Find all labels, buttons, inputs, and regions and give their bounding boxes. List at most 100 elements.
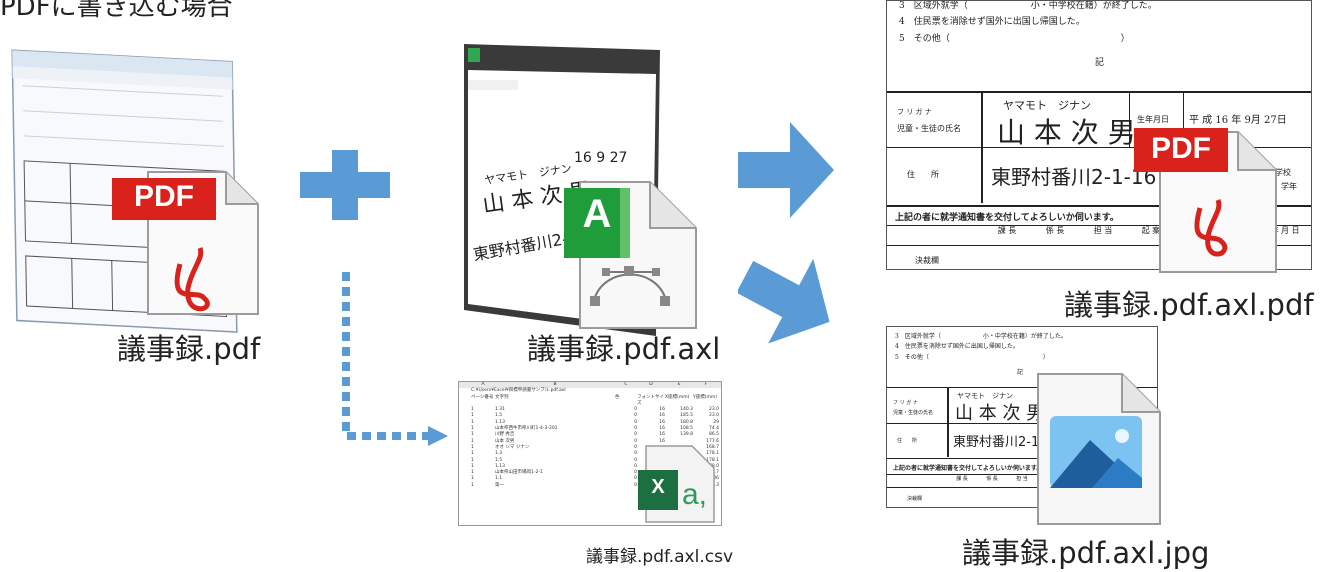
jpg-hand-address: 東野村番川2-1-16	[953, 435, 1061, 450]
csv-cell: 1.13	[495, 463, 506, 469]
output-pdf-badge-text: PDF	[1151, 132, 1211, 165]
dotted-arrow	[342, 272, 448, 446]
csv-header-page: ページ番号	[471, 394, 494, 400]
jpg-address-label: 住 所	[897, 438, 918, 444]
doc-school-suffix: 中学校	[1267, 168, 1291, 177]
excel-x-letter: X	[651, 476, 665, 498]
jpg-name-label: 児童・生徒の氏名	[893, 410, 934, 416]
jpg-approval-0: 課 長	[956, 476, 968, 482]
output-jpg-filename: 議事録.pdf.axl.jpg	[962, 536, 1210, 570]
csv-cell: 0	[634, 413, 637, 419]
csv-cell: 0	[634, 438, 637, 444]
jpg-approval-1: 係 長	[986, 476, 998, 482]
csv-cell: 140.3	[680, 407, 693, 413]
axl-app-letter: A	[582, 192, 612, 236]
jpg-furigana-label: フ リ ガ ナ	[893, 400, 918, 406]
csv-cell: 山本 次男	[495, 438, 515, 444]
csv-cell: 1.13	[495, 419, 506, 425]
arrow-to-pdf	[738, 122, 834, 218]
csv-cell: 0	[634, 482, 637, 488]
doc-item3: 3 区域外就学（ 小・中学校在籍）が終了した。	[899, 1, 1157, 11]
csv-cell: 180.8	[680, 419, 693, 425]
jpg-request: 上記の者に就学通知書を交付してよろしいか伺います。	[893, 465, 1043, 472]
doc-approval-2: 担 当	[1093, 226, 1113, 235]
doc-approval-0: 課 長	[997, 226, 1017, 235]
axl-filename: 議事録.pdf.axl	[527, 332, 721, 366]
doc-approval-1: 係 長	[1045, 226, 1065, 235]
csv-cell: 1	[471, 438, 474, 444]
doc-furigana-label: フ リ ガ ナ	[897, 108, 932, 116]
csv-cell: 1	[471, 419, 474, 425]
output-pdf-filename: 議事録.pdf.axl.pdf	[1064, 288, 1314, 322]
doc-name-label: 児童・生徒の氏名	[897, 124, 961, 133]
csv-cell: 1.31	[495, 407, 506, 413]
csv-cell: 168.7	[706, 444, 719, 450]
csv-cell: 1	[471, 426, 474, 432]
csv-cell: 178.1	[706, 451, 719, 457]
csv-cell: 1	[471, 407, 474, 413]
csv-cell: 川野 秀吉	[495, 432, 515, 438]
csv-header-color: 色	[615, 394, 620, 400]
csv-cell: 139.8	[680, 432, 693, 438]
csv-cell: 0	[634, 419, 637, 425]
output-jpg-document: 3 区域外就学（ 小・中学校在籍）が終了した。 4 住民票を消除せず国外に出国し…	[886, 326, 1158, 508]
handwritten-date: 16 9 27	[574, 150, 628, 166]
csv-cell: 1	[471, 470, 474, 476]
csv-cell: 1	[471, 476, 474, 482]
csv-cell: 1	[471, 482, 474, 488]
csv-cell: 23.0	[708, 413, 719, 419]
csv-col-d: D	[649, 382, 653, 387]
doc-grade-suffix: 学年	[1281, 182, 1297, 191]
doc-birth-value: 平 成 16 年 9月 27日	[1189, 115, 1287, 126]
doc-ki: 記	[1095, 58, 1105, 68]
pdf-badge-text: PDF	[134, 180, 194, 213]
doc-decision: 決裁欄	[915, 256, 939, 265]
jpg-approval-2: 担 当	[1016, 476, 1028, 482]
csv-cell: 1	[471, 451, 474, 457]
jpg-ki: 記	[1017, 369, 1024, 376]
doc-birth-label: 生年月日	[1137, 115, 1169, 124]
doc-item4: 4 住民票を消除せず国外に出国し帰国した。	[899, 17, 1085, 27]
csv-cell: 1.1	[495, 476, 503, 482]
csv-cell: 0	[634, 476, 637, 482]
output-pdf-icon	[1134, 128, 1277, 273]
jpg-item4: 4 住民票を消除せず国外に出国し帰国した。	[895, 343, 1019, 350]
csv-cell: 16	[659, 426, 665, 432]
jpg-item3: 3 区域外就学（ 小・中学校在籍）が終了した。	[895, 333, 1067, 340]
csv-header-x: X座標(mm)	[665, 394, 690, 400]
csv-cell: 16	[659, 432, 665, 438]
csv-cell: 178.1	[706, 457, 719, 463]
csv-col-a: A	[481, 382, 485, 387]
csv-cell: オオ ジマ ジナン	[495, 444, 530, 450]
csv-col-e: E	[677, 382, 681, 387]
csv-cell: 1	[471, 432, 474, 438]
doc-request: 上記の者に就学通知書を交付してよろしいか伺います。	[895, 213, 1119, 223]
axl-file-icon	[564, 181, 697, 329]
csv-cell: 177.6	[706, 438, 719, 444]
csv-cell: 1.3	[495, 451, 503, 457]
csv-cell: 1	[471, 413, 474, 419]
jpg-item5: 5 その他（ ）	[895, 354, 1049, 361]
csv-col-c: C	[624, 382, 628, 387]
csv-cell: 1	[471, 444, 474, 450]
csv-cell: 0	[634, 432, 637, 438]
csv-header-font: フォントサイズ	[637, 394, 664, 406]
doc-hand-address: 東野村番川2-1-16	[991, 165, 1157, 189]
csv-cell: 0	[634, 426, 637, 432]
excel-a-letter: a,	[682, 478, 708, 511]
plus-icon	[300, 150, 390, 220]
csv-cell: 0	[634, 457, 637, 463]
header-text: PDFに書き込む場合	[0, 0, 233, 22]
doc-item5: 5 その他（ ）	[899, 34, 1130, 44]
csv-cell: 第一	[495, 482, 504, 488]
image-file-icon	[1037, 373, 1161, 525]
csv-cell: 1	[471, 457, 474, 463]
doc-hand-name: 山 本 次 男	[997, 116, 1136, 149]
